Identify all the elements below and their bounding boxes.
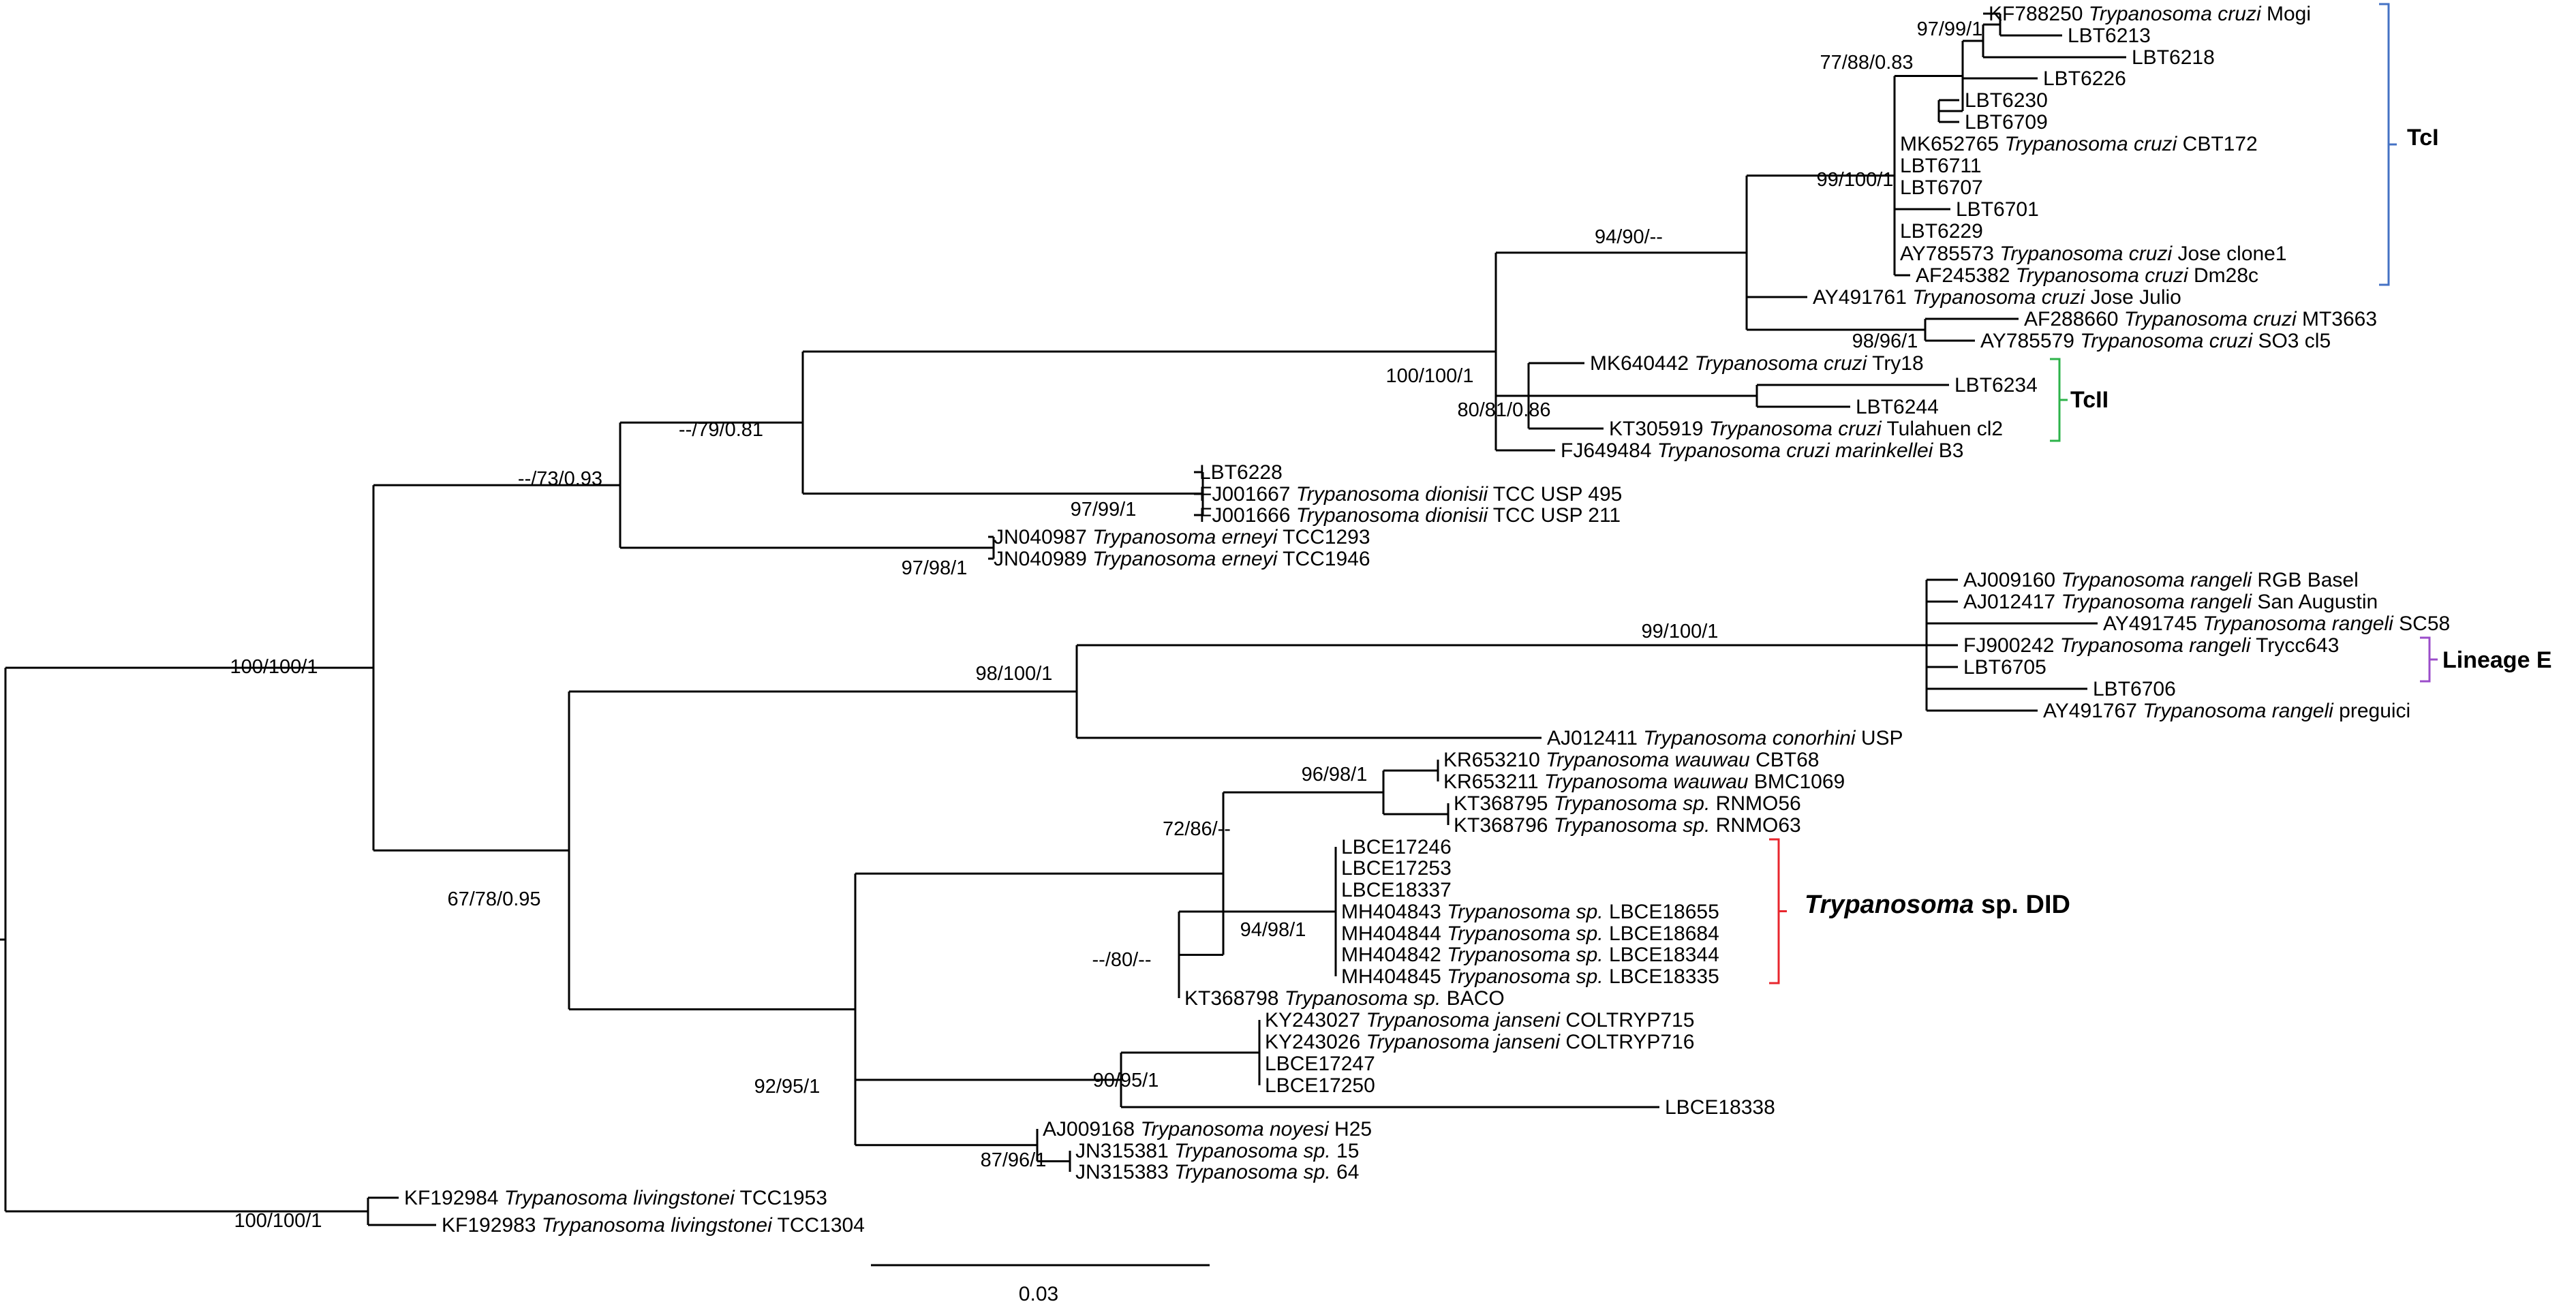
tip-label: LBT6709 xyxy=(1965,111,2048,134)
tree-branches xyxy=(0,12,2126,1226)
tip-label: LBCE18338 xyxy=(1665,1096,1775,1119)
tip-label: MH404842 Trypanosoma sp. LBCE18344 xyxy=(1341,944,1719,966)
tip-labels: KF788250 Trypanosoma cruzi MogiLBT6213LB… xyxy=(404,3,2450,1237)
tip-label: LBT6228 xyxy=(1199,461,1283,484)
support-value: 99/100/1 xyxy=(1642,621,1719,642)
tip-label: KF788250 Trypanosoma cruzi Mogi xyxy=(1989,3,2311,25)
support-value: --/79/0.81 xyxy=(679,419,763,441)
tip-label: JN040989 Trypanosoma erneyi TCC1946 xyxy=(994,548,1370,570)
tip-label: KT305919 Trypanosoma cruzi Tulahuen cl2 xyxy=(1609,418,2003,440)
tip-label: AY491767 Trypanosoma rangeli preguici xyxy=(2043,700,2410,722)
support-value: 97/99/1 xyxy=(1917,18,1983,40)
tip-label: AY491761 Trypanosoma cruzi Jose Julio xyxy=(1813,286,2181,309)
tip-label: KF192984 Trypanosoma livingstonei TCC195… xyxy=(404,1187,827,1209)
tip-label: KY243027 Trypanosoma janseni COLTRYP715 xyxy=(1265,1009,1694,1031)
tip-label: LBCE17246 xyxy=(1341,836,1452,858)
tip-label: LBT6218 xyxy=(2132,46,2215,69)
support-value: 99/100/1 xyxy=(1817,169,1894,191)
tip-label: AJ009168 Trypanosoma noyesi H25 xyxy=(1043,1118,1372,1140)
tip-label: LBT6230 xyxy=(1965,89,2048,112)
tip-label: AF245382 Trypanosoma cruzi Dm28c xyxy=(1916,264,2258,287)
tip-label: FJ649484 Trypanosoma cruzi marinkellei B… xyxy=(1561,439,1963,462)
tip-label: MH404843 Trypanosoma sp. LBCE18655 xyxy=(1341,901,1719,923)
clade-label: Trypanosoma sp. DID xyxy=(1805,890,2070,919)
tip-label: LBT6701 xyxy=(1956,198,2039,221)
support-value: 77/88/0.83 xyxy=(1820,52,1913,74)
tip-label: KF192983 Trypanosoma livingstonei TCC130… xyxy=(442,1214,865,1237)
tip-label: KY243026 Trypanosoma janseni COLTRYP716 xyxy=(1265,1031,1694,1053)
support-value: 96/98/1 xyxy=(1302,764,1368,786)
support-value: --/80/-- xyxy=(1092,949,1152,971)
clade-bracket xyxy=(1769,838,1787,984)
support-value: 92/95/1 xyxy=(754,1076,821,1098)
clade-annotations: TcI TcII Lineage E Trypanosoma sp. DID xyxy=(1769,3,2552,984)
tip-label: KT368798 Trypanosoma sp. BACO xyxy=(1184,987,1505,1010)
tip-label: AF288660 Trypanosoma cruzi MT3663 xyxy=(2024,308,2377,330)
clade-label: TcI xyxy=(2407,125,2439,151)
clade-bracket xyxy=(2379,3,2397,286)
tip-label: JN040987 Trypanosoma erneyi TCC1293 xyxy=(994,526,1370,548)
tip-label: MK640442 Trypanosoma cruzi Try18 xyxy=(1590,352,1924,375)
tip-label: MH404845 Trypanosoma sp. LBCE18335 xyxy=(1341,965,1719,988)
tip-label: LBT6707 xyxy=(1900,176,1983,199)
tip-label: AJ009160 Trypanosoma rangeli RGB Basel xyxy=(1963,569,2359,591)
tip-label: JN315383 Trypanosoma sp. 64 xyxy=(1075,1161,1359,1183)
tip-label: AJ012411 Trypanosoma conorhini USP xyxy=(1547,727,1903,749)
scale-bar-label: 0.03 xyxy=(1019,1283,1058,1304)
clade-label: Lineage E xyxy=(2442,647,2552,673)
clade-bracket xyxy=(2050,358,2068,442)
clade-label: TcII xyxy=(2070,387,2109,413)
support-values: 100/100/1 --/73/0.93 --/79/0.81 100/100/1 94… xyxy=(230,18,1982,1232)
tip-label: FJ900242 Trypanosoma rangeli Trycc643 xyxy=(1963,634,2339,657)
tip-label: MK652765 Trypanosoma cruzi CBT172 xyxy=(1900,133,2258,155)
support-value: 67/78/0.95 xyxy=(447,888,540,910)
support-value: 94/98/1 xyxy=(1240,919,1306,941)
tip-label: LBT6226 xyxy=(2043,67,2126,90)
tip-label: MH404844 Trypanosoma sp. LBCE18684 xyxy=(1341,922,1719,945)
tip-label: AY785579 Trypanosoma cruzi SO3 cl5 xyxy=(1980,330,2331,352)
tip-label: KT368795 Trypanosoma sp. RNMO56 xyxy=(1454,792,1801,815)
tip-label: AY491745 Trypanosoma rangeli SC58 xyxy=(2103,612,2450,635)
support-value: 72/86/-- xyxy=(1163,818,1231,840)
support-value: 100/100/1 xyxy=(230,656,318,678)
support-value: 97/99/1 xyxy=(1071,499,1137,521)
tip-label: LBCE17247 xyxy=(1265,1053,1375,1075)
tip-label: LBT6706 xyxy=(2093,678,2176,700)
tip-label: LBT6229 xyxy=(1900,220,1983,243)
tip-label: JN315381 Trypanosoma sp. 15 xyxy=(1075,1140,1359,1162)
tip-label: LBCE17253 xyxy=(1341,857,1452,880)
tip-label: AY785573 Trypanosoma cruzi Jose clone1 xyxy=(1900,243,2287,265)
tip-label: FJ001667 Trypanosoma dionisii TCC USP 49… xyxy=(1199,483,1622,506)
tip-label: LBT6213 xyxy=(2068,25,2151,47)
support-value: 100/100/1 xyxy=(1385,365,1473,387)
tip-label: LBT6244 xyxy=(1856,396,1939,418)
clade-bracket xyxy=(2420,636,2438,683)
tip-label: LBCE18337 xyxy=(1341,879,1452,901)
tip-label: FJ001666 Trypanosoma dionisii TCC USP 21… xyxy=(1199,504,1621,527)
tip-label: LBT6705 xyxy=(1963,656,2046,679)
support-value: 98/100/1 xyxy=(976,663,1053,685)
support-value: 90/95/1 xyxy=(1093,1070,1159,1091)
support-value: 80/81/0.86 xyxy=(1457,399,1550,421)
support-value: --/73/0.93 xyxy=(518,468,602,490)
tip-label: LBCE17250 xyxy=(1265,1074,1375,1097)
support-value: 87/96/1 xyxy=(981,1149,1047,1171)
tip-label: LBT6711 xyxy=(1900,155,1982,177)
support-value: 97/98/1 xyxy=(902,557,968,579)
support-value: 98/96/1 xyxy=(1852,330,1918,352)
tip-label: LBT6234 xyxy=(1954,374,2038,397)
tip-label: KR653210 Trypanosoma wauwau CBT68 xyxy=(1443,749,1819,771)
scale-bar: 0.03 xyxy=(871,1264,1210,1304)
support-value: 94/90/-- xyxy=(1595,226,1663,248)
support-value: 100/100/1 xyxy=(234,1210,322,1232)
tip-label: AJ012417 Trypanosoma rangeli San Augusti… xyxy=(1963,591,2378,613)
tip-label: KT368796 Trypanosoma sp. RNMO63 xyxy=(1454,814,1801,837)
tip-label: KR653211 Trypanosoma wauwau BMC1069 xyxy=(1443,771,1845,793)
